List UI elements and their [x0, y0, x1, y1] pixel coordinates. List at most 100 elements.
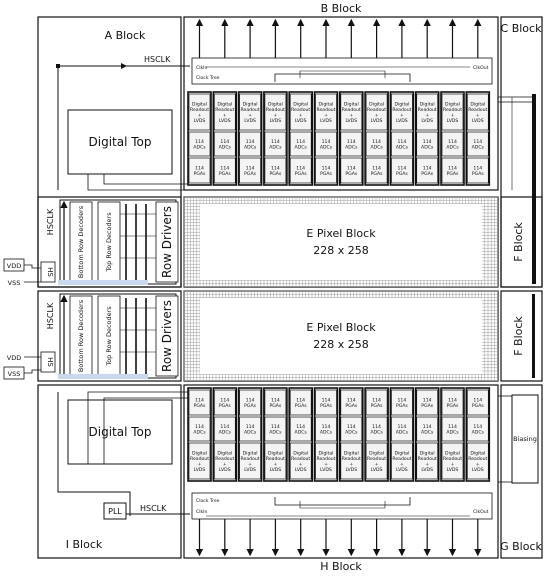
row-drivers-bottom [155, 295, 179, 377]
pgas-top-text-9-2: PGAs [396, 171, 408, 177]
readout-bottom-text-12-1: Digital [470, 450, 485, 456]
pgas-bottom-text-10-1: 114 [423, 397, 432, 403]
pgas-top-text-10-1: 114 [423, 165, 432, 171]
d-block-bottom [37, 290, 182, 382]
hsclk-label-top: HSCLK [144, 55, 171, 64]
readout-bottom-text-5-1: Digital [293, 450, 308, 456]
readout-top-12 [466, 93, 489, 131]
adcs-top-text-1-2: ADCs [193, 145, 206, 151]
adcs-top-text-1-1: 114 [195, 139, 204, 145]
readout-top-text-7-2: Readout [342, 107, 361, 113]
readout-bottom-text-4-2: Readout [266, 456, 285, 462]
pgas-top-9 [391, 157, 413, 184]
pgas-top-2 [213, 157, 236, 184]
pgas-top-text-6-2: PGAs [320, 171, 332, 177]
readout-top-9 [391, 93, 413, 131]
b-block [183, 16, 499, 191]
adcs-top-text-5-2: ADCs [295, 145, 308, 151]
adcs-bottom-4 [264, 416, 287, 442]
adcs-bottom-3 [239, 416, 261, 442]
adcs-top-text-2-2: ADCs [219, 145, 232, 151]
readout-top-text-4-4: LVDS [270, 118, 282, 124]
readout-bottom-text-9-1: Digital [394, 450, 409, 456]
adcs-bottom-text-9-1: 114 [398, 424, 407, 430]
label-b-block: B Block [321, 2, 362, 15]
readout-bottom-6 [315, 442, 337, 480]
clkin-bottom: ClkIn [196, 509, 207, 515]
readout-bottom-text-1-4: LVDS [194, 467, 206, 473]
adcs-top-8 [365, 131, 388, 157]
readout-bottom-text-3-2: Readout [241, 456, 260, 462]
readout-bottom-text-9-3: + [400, 462, 404, 468]
readout-bottom-text-4-3: + [273, 462, 277, 468]
pgas-bottom-text-10-2: PGAs [421, 403, 433, 409]
readout-top-text-4-1: Digital [268, 101, 283, 107]
adcs-bottom-text-4-1: 114 [271, 424, 280, 430]
readout-bottom-text-5-2: Readout [291, 456, 310, 462]
digital-top-bottom-label: Digital Top [89, 425, 152, 439]
readout-top-11 [441, 93, 464, 131]
pgas-bottom-9 [391, 389, 413, 416]
label-h-block: H Block [320, 560, 362, 573]
pgas-bottom-text-2-2: PGAs [219, 403, 231, 409]
adcs-top-text-12-2: ADCs [472, 145, 485, 151]
readout-top-text-5-1: Digital [293, 101, 308, 107]
adcs-bottom-text-1-2: ADCs [193, 430, 206, 436]
e-pixel-block-bottom-size: 228 x 258 [313, 338, 369, 351]
readout-top-text-3-4: LVDS [244, 118, 256, 124]
readout-bottom-text-12-4: LVDS [472, 467, 484, 473]
readout-top-text-8-1: Digital [369, 101, 384, 107]
e-pixel-block-bottom-label: E Pixel Block [306, 321, 376, 334]
adcs-bottom-text-3-1: 114 [246, 424, 255, 430]
bottom-row-decoders-top-label: Bottom Row Decoders [77, 205, 85, 278]
readout-top-text-10-1: Digital [420, 101, 435, 107]
readout-top-text-6-1: Digital [319, 101, 334, 107]
pgas-top-text-7-1: 114 [347, 165, 356, 171]
readout-top-text-1-4: LVDS [194, 118, 206, 124]
readout-top-text-10-4: LVDS [421, 118, 433, 124]
pgas-bottom-text-5-2: PGAs [295, 403, 307, 409]
adcs-bottom-text-8-1: 114 [372, 424, 381, 430]
pgas-top-text-8-1: 114 [372, 165, 381, 171]
readout-top-text-2-2: Readout [215, 107, 234, 113]
digital-top-top-label: Digital Top [89, 135, 152, 149]
adcs-top-text-3-1: 114 [246, 139, 255, 145]
adcs-bottom-text-6-2: ADCs [320, 430, 333, 436]
readout-bottom-text-12-3: + [476, 462, 480, 468]
pgas-top-text-11-1: 114 [448, 165, 457, 171]
adcs-top-12 [466, 131, 489, 157]
adcs-bottom-8 [365, 416, 388, 442]
pgas-top-text-4-2: PGAs [269, 171, 281, 177]
readout-bottom-text-5-4: LVDS [295, 467, 307, 473]
pgas-top-text-12-1: 114 [473, 165, 482, 171]
readout-bottom-text-1-2: Readout [190, 456, 209, 462]
pgas-top-text-1-2: PGAs [194, 171, 206, 177]
readout-top-text-7-3: + [349, 113, 353, 119]
pgas-top-5 [289, 157, 312, 184]
pgas-top-text-3-1: 114 [246, 165, 255, 171]
readout-bottom-text-2-2: Readout [215, 456, 234, 462]
pgas-top-text-3-2: PGAs [244, 171, 256, 177]
readout-top-text-10-2: Readout [418, 107, 437, 113]
readout-bottom-7 [340, 442, 363, 480]
readout-bottom-text-8-2: Readout [367, 456, 386, 462]
pgas-bottom-text-1-1: 114 [195, 397, 204, 403]
readout-bottom-text-5-3: + [299, 462, 303, 468]
adcs-top-text-4-1: 114 [271, 139, 280, 145]
pgas-bottom-4 [264, 389, 287, 416]
readout-bottom-text-9-4: LVDS [396, 467, 408, 473]
pgas-top-text-4-1: 114 [271, 165, 280, 171]
readout-bottom-text-10-3: + [425, 462, 429, 468]
top-row-decoders-top-label: Top Row Decoders [105, 212, 113, 273]
readout-bottom-12 [466, 442, 489, 480]
row-drivers-top-label: Row Drivers [160, 206, 174, 278]
pgas-top-text-8-2: PGAs [371, 171, 383, 177]
adcs-top-2 [213, 131, 236, 157]
readout-top-text-9-4: LVDS [396, 118, 408, 124]
readout-bottom-text-2-4: LVDS [219, 467, 231, 473]
pgas-top-text-1-1: 114 [195, 165, 204, 171]
readout-top-text-2-3: + [223, 113, 227, 119]
pgas-bottom-text-6-1: 114 [322, 397, 331, 403]
pgas-bottom-2 [213, 389, 236, 416]
